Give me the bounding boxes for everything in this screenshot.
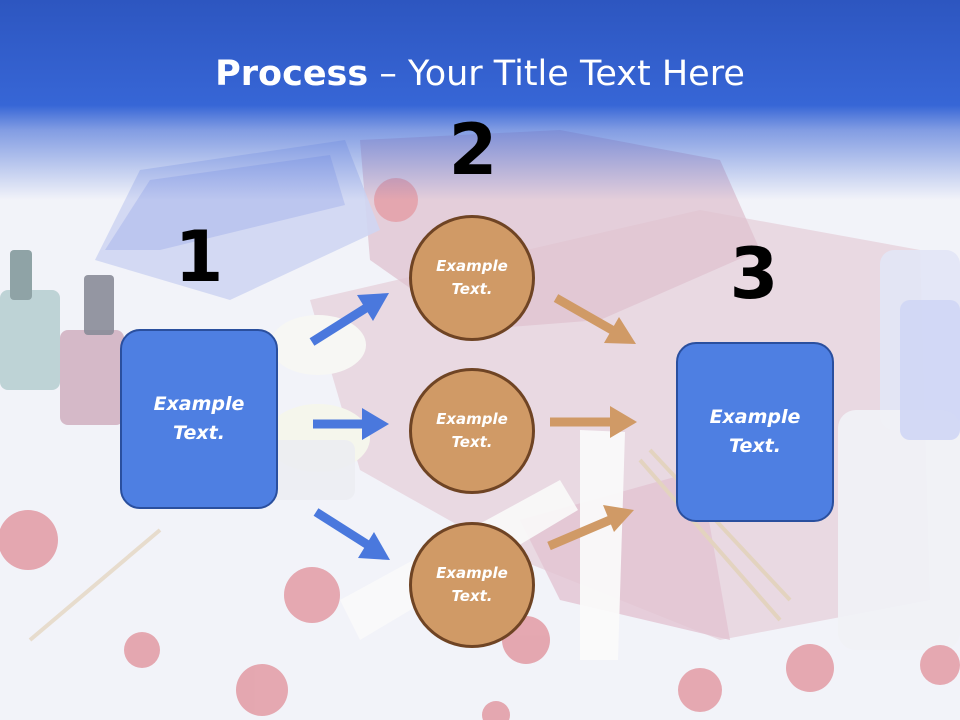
step-3-number: 3	[729, 233, 779, 315]
tan-arrow-up	[547, 505, 634, 551]
title-rest: – Your Title Text Here	[368, 54, 745, 94]
header-band	[0, 0, 960, 200]
step-2-circle-2: Example Text.	[409, 368, 535, 494]
step-3-box: Example Text.	[676, 342, 834, 522]
step-2-circle-3-text: Example Text.	[436, 564, 508, 605]
step-2-circle-1: Example Text.	[409, 215, 535, 341]
blue-arrow-down	[313, 508, 390, 560]
step-2-circle-1-text: Example Text.	[436, 257, 508, 298]
title-bold: Process	[215, 54, 369, 94]
tan-arrow-down	[553, 294, 636, 344]
step-2-circle-3: Example Text.	[409, 522, 535, 648]
step-3-text: Example Text.	[709, 406, 801, 457]
step-1-number: 1	[174, 216, 224, 298]
step-2-number: 2	[448, 109, 498, 191]
slide-title: Process – Your Title Text Here	[0, 52, 960, 96]
step-2-circle-2-text: Example Text.	[436, 410, 508, 451]
step-1-text: Example Text.	[153, 393, 245, 444]
step-1-box: Example Text.	[120, 329, 278, 509]
blue-arrow-middle	[313, 408, 389, 440]
tan-arrow-middle	[550, 406, 637, 438]
blue-arrow-up	[309, 293, 389, 346]
